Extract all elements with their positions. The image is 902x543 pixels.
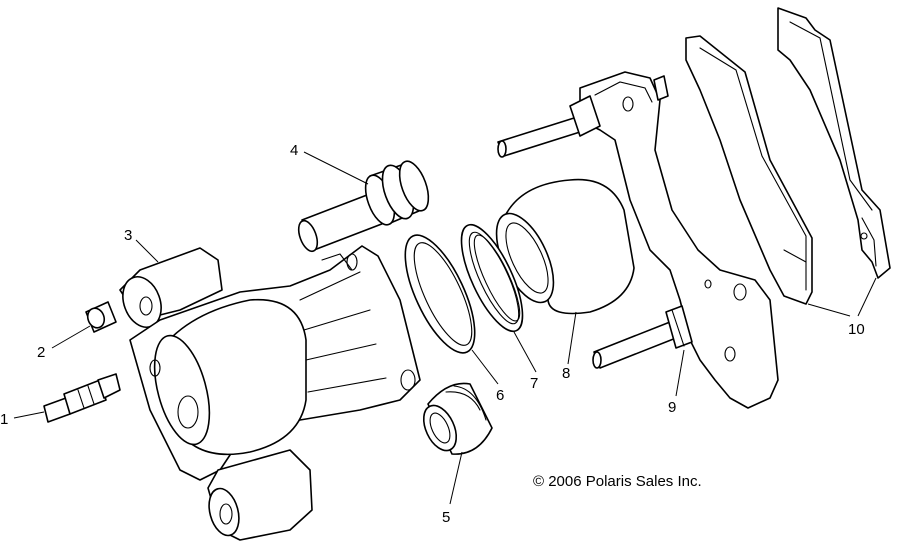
leader-1	[13, 411, 45, 419]
callout-10: 10	[848, 321, 865, 338]
leader-2	[51, 325, 91, 349]
brake-pad-inner	[685, 35, 813, 305]
leader-9	[675, 349, 685, 397]
leader-8	[567, 311, 577, 365]
slide-pin-upper	[297, 160, 430, 253]
bleeder-screw	[43, 373, 121, 423]
callout-1: 1	[0, 411, 8, 428]
callout-7: 7	[530, 375, 538, 392]
caliper-bracket	[497, 71, 779, 409]
caliper-housing	[119, 245, 421, 541]
callout-8: 8	[562, 365, 570, 382]
slide-pin-boot-lower	[422, 382, 493, 455]
leader-3	[135, 239, 159, 263]
copyright-notice: © 2006 Polaris Sales Inc.	[533, 473, 702, 490]
brake-pad-outer	[777, 7, 891, 279]
dust-boot	[404, 234, 476, 354]
caliper-piston	[495, 178, 635, 315]
leader-4	[303, 151, 369, 185]
leader-7	[513, 331, 537, 373]
callout-3: 3	[124, 227, 132, 244]
piston-seal	[460, 223, 524, 333]
bleeder-cap	[85, 301, 117, 333]
leader-10a	[807, 303, 851, 317]
leader-6	[471, 349, 499, 385]
leader-10b	[857, 277, 877, 317]
callout-2: 2	[37, 344, 45, 361]
leader-5	[449, 451, 463, 505]
callout-4: 4	[290, 142, 298, 159]
callout-6: 6	[496, 387, 504, 404]
callout-9: 9	[668, 399, 676, 416]
callout-5: 5	[442, 509, 450, 526]
